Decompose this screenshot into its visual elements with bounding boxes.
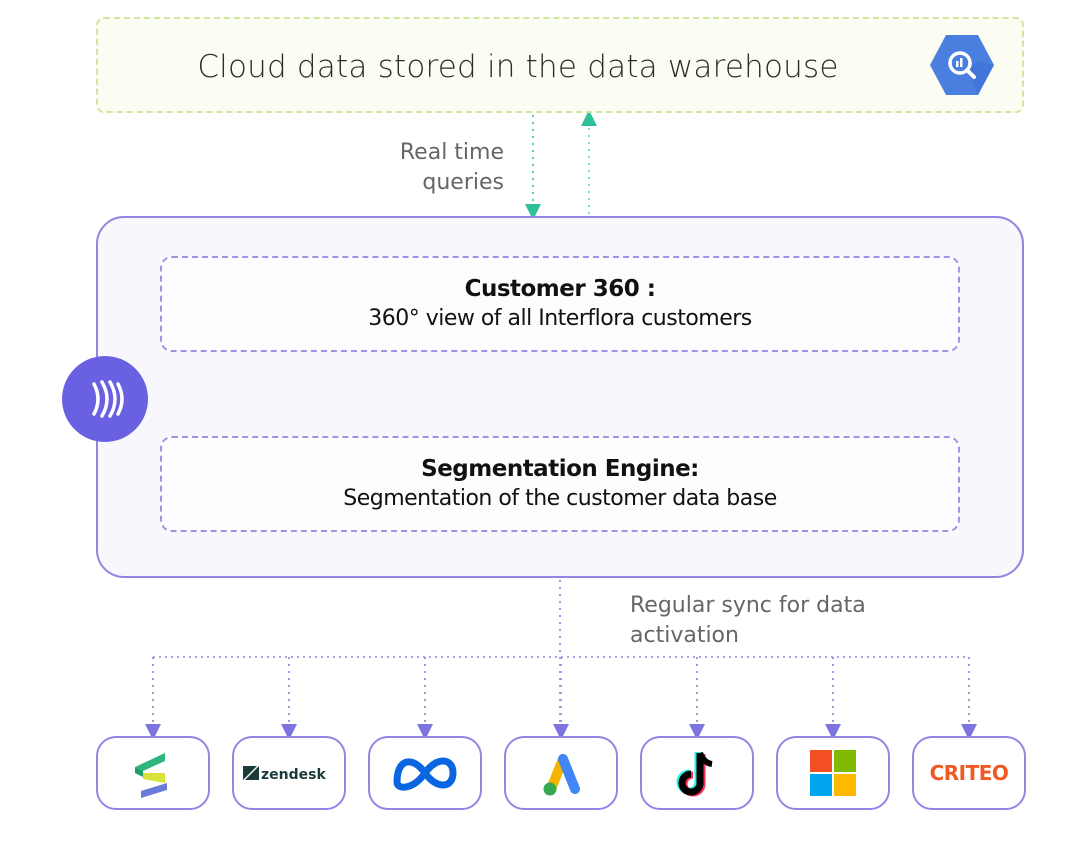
data-warehouse-title: Cloud data stored in the data warehouse: [197, 49, 839, 85]
bigquery-icon: [930, 35, 994, 95]
criteo-logo-icon: CRITEO: [929, 761, 1009, 785]
destination-microsoft[interactable]: [776, 736, 890, 810]
microsoft-logo-icon: [810, 750, 856, 796]
svg-text:zendesk: zendesk: [261, 767, 326, 783]
realtime-queries-label: Real time queries: [399, 140, 504, 195]
meta-logo-icon: [393, 757, 457, 791]
destination-tiktok[interactable]: [640, 736, 754, 810]
zendesk-logo-icon: zendesk: [243, 766, 326, 783]
segmentation-engine-box[interactable]: Segmentation Engine: Segmentation of the…: [160, 436, 960, 532]
destination-criteo[interactable]: CRITEO: [912, 736, 1026, 810]
segmentation-title: Segmentation Engine:: [421, 456, 699, 482]
segmentation-subtitle: Segmentation of the customer data base: [343, 486, 777, 511]
customer-360-title: Customer 360 :: [464, 276, 656, 302]
data-warehouse-box: Cloud data stored in the data warehouse: [96, 17, 1024, 113]
customer-360-subtitle: 360° view of all Interflora customers: [368, 306, 752, 331]
platform-logo-icon: [62, 356, 148, 442]
customer-360-box[interactable]: Customer 360 : 360° view of all Interflo…: [160, 256, 960, 352]
tiktok-logo-icon: [676, 751, 713, 797]
google-ads-logo-icon: [543, 754, 580, 796]
destination-google-ads[interactable]: [504, 736, 618, 810]
platform-box: Customer 360 : 360° view of all Interflo…: [96, 216, 1024, 578]
destination-meta[interactable]: [368, 736, 482, 810]
splio-logo-icon: [135, 753, 167, 798]
destination-splio[interactable]: [96, 736, 210, 810]
regular-sync-label: Regular sync for data activation: [630, 593, 866, 648]
destination-zendesk[interactable]: zendesk: [232, 736, 346, 810]
